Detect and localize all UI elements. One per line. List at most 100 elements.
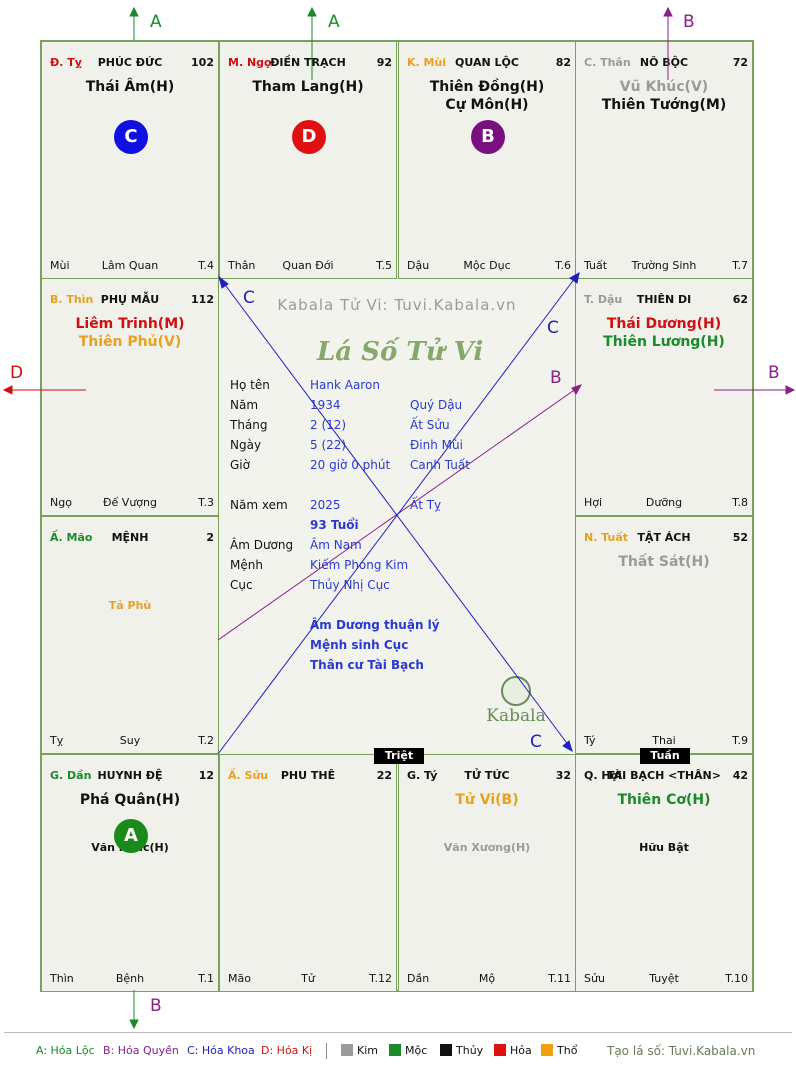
major-star: Thiên Lương(H) — [603, 334, 725, 350]
logo-text: Kabala — [486, 706, 546, 726]
stage-label: Mộ — [478, 972, 496, 985]
info-v1: 2 (12) — [310, 418, 347, 432]
legend-b: B: Hóa Quyền — [103, 1044, 179, 1057]
palace-stem: G. Tý — [407, 769, 438, 782]
stage-label: Tuyệt — [649, 972, 679, 985]
major-star: Cự Môn(H) — [445, 97, 529, 113]
legend-d: D: Hóa Kị — [261, 1044, 313, 1057]
palace-name: TỬ TỨC — [464, 769, 510, 782]
legend-tho: Thổ — [541, 1044, 577, 1057]
label-b-right: B — [768, 363, 780, 383]
label-a-top-2: A — [328, 12, 340, 32]
label-c-3: C — [530, 732, 542, 752]
palace-stem: Ấ. Mão — [50, 531, 93, 544]
info-v1: Kiếm Phong Kim — [310, 558, 409, 572]
palace-stem: Đ. Tỵ — [50, 56, 82, 69]
branch-label: Dần — [407, 972, 430, 985]
palace-name: TÀI BẠCH <THÂN> — [607, 769, 721, 782]
palace-name: ĐIỀN TRẠCH — [270, 56, 346, 69]
minor-star: Văn Xương(H) — [443, 841, 531, 854]
legend-thuy: Thủy — [440, 1044, 483, 1057]
palace-stem: G. Dần — [50, 769, 92, 782]
major-star: Thái Dương(H) — [606, 316, 722, 332]
label-b-bottom: B — [150, 996, 162, 1016]
palace-stem: B. Thìn — [50, 293, 94, 306]
info-v1: 93 Tuổi — [310, 518, 359, 532]
legend-hoa: Hỏa — [494, 1044, 532, 1057]
stage-label: Mộc Dục — [463, 259, 511, 272]
branch-label: Tuất — [584, 259, 608, 272]
age-label: T.4 — [198, 259, 214, 272]
label-b-center: B — [550, 368, 562, 388]
branch-label: Sửu — [584, 972, 605, 985]
label-b-top: B — [683, 12, 695, 32]
stage-label: Bệnh — [115, 972, 145, 985]
palace-number: 62 — [732, 293, 748, 306]
info-label: Cục — [230, 578, 253, 592]
major-star: Thiên Tướng(M) — [601, 97, 727, 113]
age-label: T.11 — [548, 972, 571, 985]
branch-label: Mùi — [50, 259, 70, 272]
info-label: Tháng — [230, 418, 268, 432]
minor-star: Hữu Bật — [639, 841, 689, 854]
branch-label: Mão — [228, 972, 251, 985]
age-label: T.3 — [198, 496, 214, 509]
info-v1: 20 giờ 0 phút — [310, 458, 391, 472]
branch-label: Thân — [228, 259, 256, 272]
palace-name: PHỤ MẪU — [100, 293, 160, 306]
palace-name: PHÚC ĐỨC — [97, 56, 163, 69]
watermark: Kabala Tử Vi: Tuvi.Kabala.vn — [277, 296, 517, 314]
palace-name: THIÊN DI — [636, 293, 692, 306]
palace-number: 82 — [555, 56, 571, 69]
info-v2: Đinh Mùi — [410, 438, 463, 452]
palace-stem: M. Ngọ — [228, 56, 272, 69]
stage-label: Tử — [301, 972, 315, 985]
label-c-2: C — [547, 318, 559, 338]
palace-number: 42 — [732, 769, 748, 782]
major-star: Liêm Trinh(M) — [75, 316, 185, 332]
palace-number: 22 — [376, 769, 392, 782]
age-label: T.6 — [555, 259, 571, 272]
palace-name: NÔ BỘC — [639, 56, 689, 69]
palace-stem: Ấ. Sửu — [228, 769, 269, 782]
legend-credit: Tạo lá số: Tuvi.Kabala.vn — [607, 1044, 756, 1058]
info-label: Ngày — [230, 438, 262, 452]
triet-tag: Triệt — [374, 748, 424, 764]
info-label: Năm xem — [230, 498, 288, 512]
palace-number: 2 — [206, 531, 214, 544]
age-label: T.12 — [369, 972, 392, 985]
palace-name: QUAN LỘC — [455, 56, 519, 69]
chart-title: Lá Số Tử Vi — [317, 337, 484, 367]
palace-number: 52 — [732, 531, 748, 544]
palace-stem: K. Mùi — [407, 56, 447, 69]
palace-stem: C. Thân — [584, 56, 631, 69]
legend-moc: Mộc — [389, 1044, 427, 1057]
major-star: Thái Âm(H) — [85, 79, 175, 95]
branch-label: Tý — [584, 734, 596, 747]
age-label: T.5 — [376, 259, 392, 272]
kabala-logo: Kabala — [486, 676, 546, 726]
info-v1: Âm Nam — [310, 538, 362, 552]
branch-label: Tỵ — [50, 734, 64, 747]
branch-label: Ngọ — [50, 496, 72, 509]
label-c-1: C — [243, 288, 255, 308]
info-label: Âm Dương — [230, 538, 294, 552]
major-star: Tham Lang(H) — [252, 79, 364, 95]
major-star: Thiên Cơ(H) — [617, 792, 711, 808]
info-v1: 5 (22) — [310, 438, 347, 452]
tuan-tag: Tuần — [640, 748, 690, 764]
note-2: Mệnh sinh Cục — [310, 638, 409, 652]
palace-stem: T. Dậu — [584, 293, 623, 306]
stage-label: Lâm Quan — [101, 259, 159, 272]
branch-label: Thìn — [50, 972, 74, 985]
badge-c: C — [114, 120, 148, 154]
branch-label: Hợi — [584, 496, 603, 509]
info-v2: Quý Dậu — [410, 398, 463, 412]
major-star: Tử Vi(B) — [455, 792, 519, 808]
palace-number: 102 — [191, 56, 214, 69]
